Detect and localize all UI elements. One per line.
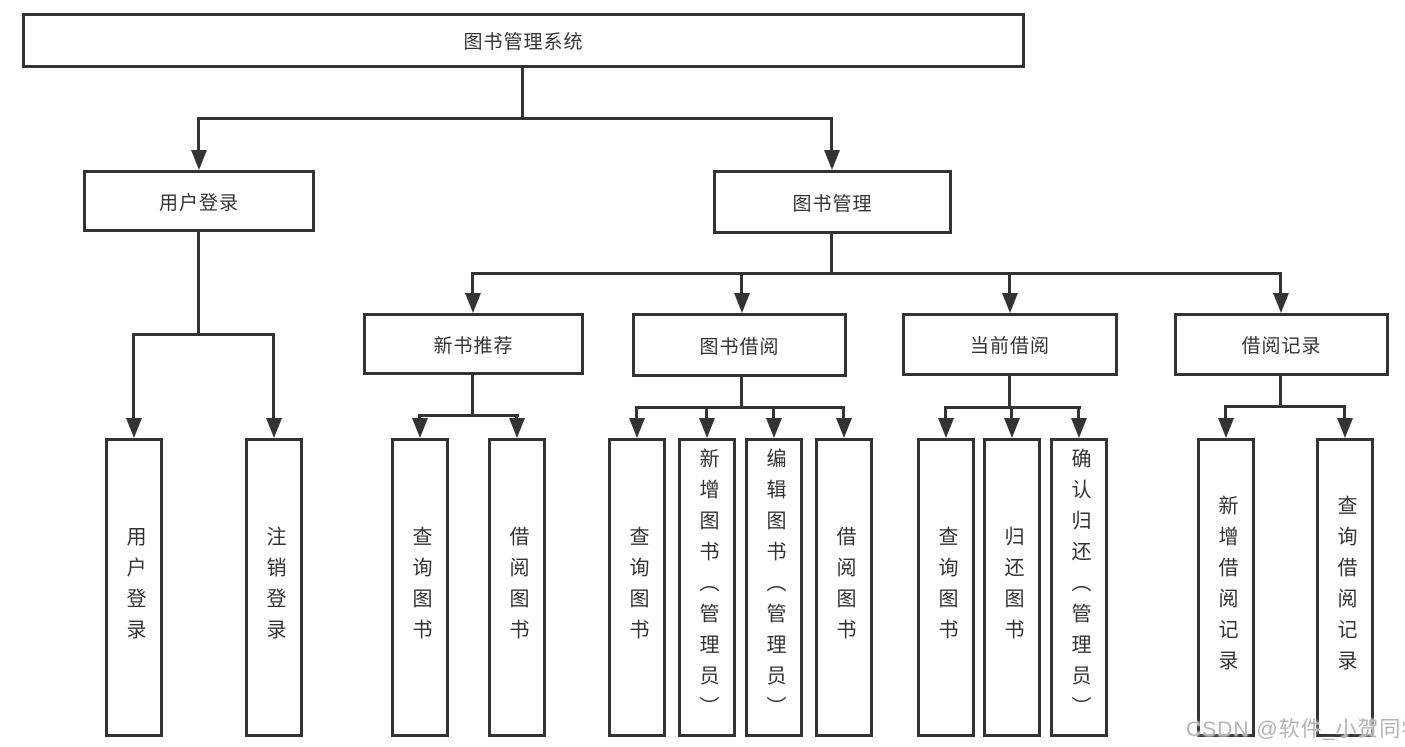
leaf-add-book-admin-label: 新增图书（管理员） [696,448,718,727]
leaf-return-book-label: 归还图书 [1001,525,1023,650]
connector-stem [830,117,833,153]
node-current-borrow: 当前借阅 [902,313,1118,376]
connector-stem [1343,405,1346,423]
arrow-down-icon [824,150,840,170]
leaf-edit-book-admin-label: 编辑图书（管理员） [763,448,785,727]
connector-stem [1224,405,1227,423]
connector-stem [705,406,708,423]
connector-stem [740,272,743,297]
leaf-query-book-3: 查询图书 [917,438,975,737]
connector-level2-hline [198,117,833,120]
arrow-down-icon [1002,293,1018,313]
node-user-login-label: 用户登录 [158,192,239,214]
arrow-down-icon [1004,418,1020,438]
connector-stem [132,333,135,423]
leaf-query-book-1: 查询图书 [391,438,449,737]
connector-stem [1010,406,1013,423]
arrow-down-icon [734,293,750,313]
leaf-add-borrow-record: 新增借阅记录 [1197,438,1255,737]
node-new-book-recommend-label: 新书推荐 [433,335,514,357]
node-book-borrow-label: 图书借阅 [699,336,780,358]
connector-book-mgmt-stub [830,234,833,274]
arrow-down-icon [412,418,428,438]
arrow-down-icon [938,418,954,438]
arrow-down-icon [699,418,715,438]
connector-user-login-hline [132,333,275,336]
connector-split-hline [635,406,845,409]
connector-stub [1008,376,1011,409]
leaf-query-book-3-label: 查询图书 [935,525,957,650]
connector-stem [272,333,275,423]
leaf-return-book: 归还图书 [983,438,1041,737]
leaf-logout-label: 注销登录 [263,525,285,650]
leaf-user-login: 用户登录 [105,438,163,737]
leaf-logout: 注销登录 [245,438,303,737]
connector-stem [1008,272,1011,297]
leaf-user-login-label: 用户登录 [123,525,145,650]
leaf-query-book-2: 查询图书 [608,438,666,737]
leaf-add-borrow-record-label: 新增借阅记录 [1215,494,1237,681]
connector-stem [471,272,474,297]
leaf-borrow-book-1: 借阅图书 [488,438,546,737]
arrow-down-icon [126,418,142,438]
arrow-down-icon [1273,293,1289,313]
connector-level3-hline [471,272,1282,275]
node-book-borrow: 图书借阅 [632,313,847,377]
connector-stub [471,375,474,417]
node-current-borrow-label: 当前借阅 [969,336,1050,357]
node-book-management-label: 图书管理 [792,193,873,215]
arrow-down-icon [766,418,782,438]
arrow-down-icon [509,418,525,438]
connector-stem [944,406,947,423]
connector-stem [1279,272,1282,297]
connector-user-login-stub [197,232,200,336]
leaf-confirm-return-admin-label: 确认归还（管理员） [1068,448,1090,727]
connector-stem [1077,406,1080,423]
leaf-query-book-2-label: 查询图书 [626,525,648,650]
connector-stem [635,406,638,423]
watermark: CSDN @软件_小贺同学 [1186,718,1405,741]
connector-stub [1279,376,1282,408]
node-new-book-recommend: 新书推荐 [363,313,584,375]
node-user-login: 用户登录 [83,170,315,232]
leaf-edit-book-admin: 编辑图书（管理员） [745,438,803,737]
leaf-borrow-book-2-label: 借阅图书 [833,525,855,650]
arrow-down-icon [1218,418,1234,438]
node-book-management: 图书管理 [713,170,952,234]
connector-stem [197,117,200,153]
leaf-query-book-1-label: 查询图书 [409,525,431,650]
connector-stem [772,406,775,423]
arrow-down-icon [465,293,481,313]
connector-root-stub [521,68,524,118]
leaf-borrow-book-2: 借阅图书 [815,438,873,737]
connector-stem [842,406,845,423]
arrow-down-icon [1337,418,1353,438]
leaf-add-book-admin: 新增图书（管理员） [678,438,736,737]
arrow-down-icon [836,418,852,438]
node-root: 图书管理系统 [22,13,1025,68]
connector-stub [740,377,743,409]
node-root-label: 图书管理系统 [463,32,584,53]
leaf-confirm-return-admin: 确认归还（管理员） [1050,438,1108,737]
leaf-borrow-book-1-label: 借阅图书 [506,525,528,650]
arrow-down-icon [266,418,282,438]
arrow-down-icon [1071,418,1087,438]
node-borrow-record: 借阅记录 [1174,313,1389,376]
connector-split-hline [1224,405,1346,408]
arrow-down-icon [191,150,207,170]
node-borrow-record-label: 借阅记录 [1241,336,1322,357]
connector-split-hline [418,414,519,417]
arrow-down-icon [629,418,645,438]
leaf-query-borrow-record: 查询借阅记录 [1316,438,1374,737]
leaf-query-borrow-record-label: 查询借阅记录 [1334,494,1356,681]
